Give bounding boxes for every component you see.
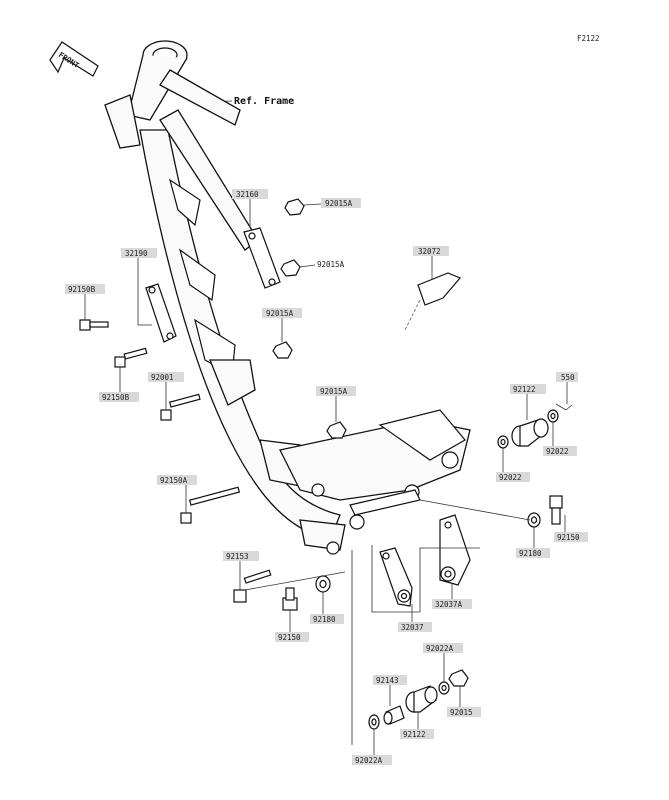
label-92022A-2: 92022A [426,644,454,653]
label-box-92022-2 [496,472,530,482]
label-550: 550 [561,373,575,382]
label-92015A-4: 92015A [320,387,348,396]
label-box-92150B-2 [99,392,139,402]
label-32072: 32072 [418,247,441,256]
label-box-92150-2 [275,632,309,642]
part-92150-bolt-1 [549,495,563,525]
label-box-92153 [223,551,259,561]
part-32072-bracket [417,272,461,306]
label-box-32190 [121,248,157,258]
label-92015A-1: 92015A [325,199,353,208]
figure-code: F2122 [577,34,600,43]
label-box-92015A-1 [321,198,361,208]
label-box-92022A-2 [423,643,463,653]
label-92150B-1: 92150B [68,285,96,294]
part-92022-washer-1 [547,409,559,423]
label-32190: 32190 [125,249,148,258]
part-92180-washer-2 [315,575,331,593]
label-92001: 92001 [151,373,174,382]
label-box-92122-2 [400,729,434,739]
part-92015A-nut-4 [326,421,347,439]
label-box-92180-2 [310,614,344,624]
part-92015A-nut-2 [280,259,301,277]
part-92015A-nut-3 [272,341,293,359]
label-92022A-1: 92022A [355,756,383,765]
label-92022-1: 92022 [546,447,569,456]
label-32037A: 32037A [435,600,463,609]
label-box-32160 [232,189,268,199]
label-92180-2: 92180 [313,615,336,624]
label-box-92015A-4 [316,386,356,396]
label-92015A-3: 92015A [266,309,294,318]
label-92150B-2: 92150B [102,393,130,402]
part-32037-bracket [379,547,413,607]
label-box-92143 [373,675,407,685]
label-box-92150A [157,475,197,485]
label-box-32037A [432,599,472,609]
label-92022-2: 92022 [499,473,522,482]
part-92150A-long-bolt [180,486,241,524]
label-92122-2: 92122 [403,730,426,739]
part-92022-washer-2 [497,435,509,449]
part-32037A-bracket [439,514,471,586]
label-box-92150-1 [554,532,588,542]
label-box-92150B-1 [65,284,105,294]
part-32190-plate [145,283,177,343]
label-92150A: 92150A [160,476,188,485]
part-92150B-bolt-1 [79,319,109,331]
label-box-92022-1 [543,446,577,456]
ref-frame-label: Ref. Frame [234,96,294,107]
label-32160: 32160 [236,190,259,199]
label-box-32037 [398,622,432,632]
label-92150-1: 92150 [557,533,580,542]
part-550-pin [555,403,573,411]
label-box-550 [556,372,578,382]
label-92153: 92153 [226,552,249,561]
part-92143-spacer [383,705,405,725]
label-box-92015 [447,707,481,717]
part-92150B-bolt-2 [114,347,148,368]
label-92143: 92143 [376,676,399,685]
front-direction-arrow-icon: FRONT [49,41,99,77]
label-box-32072 [413,246,449,256]
part-92022A-washer-1 [368,714,380,730]
part-92015A-nut-1 [284,198,305,216]
part-92122-collar-1 [511,418,549,447]
label-box-92015A-3 [262,308,302,318]
part-92015-nut [448,669,469,687]
part-92153-bolt [233,569,272,603]
label-92180-1: 92180 [519,549,542,558]
part-32160-plate [243,227,281,289]
label-box-92122-1 [510,384,546,394]
part-92122-collar-2 [405,685,438,713]
label-92122-1: 92122 [513,385,536,394]
label-box-92022A-1 [352,755,392,765]
label-92015: 92015 [450,708,473,717]
assembly-line-right [419,499,531,521]
part-92022A-washer-2 [438,681,450,695]
part-92001-bolt [160,393,201,421]
motorcycle-frame [104,40,471,555]
part-92150-bolt-2 [282,587,298,611]
label-box-92180-1 [516,548,550,558]
label-92015A-2: 92015A [317,260,345,269]
label-92150-2: 92150 [278,633,301,642]
label-box-92001 [148,372,184,382]
label-32037: 32037 [401,623,424,632]
